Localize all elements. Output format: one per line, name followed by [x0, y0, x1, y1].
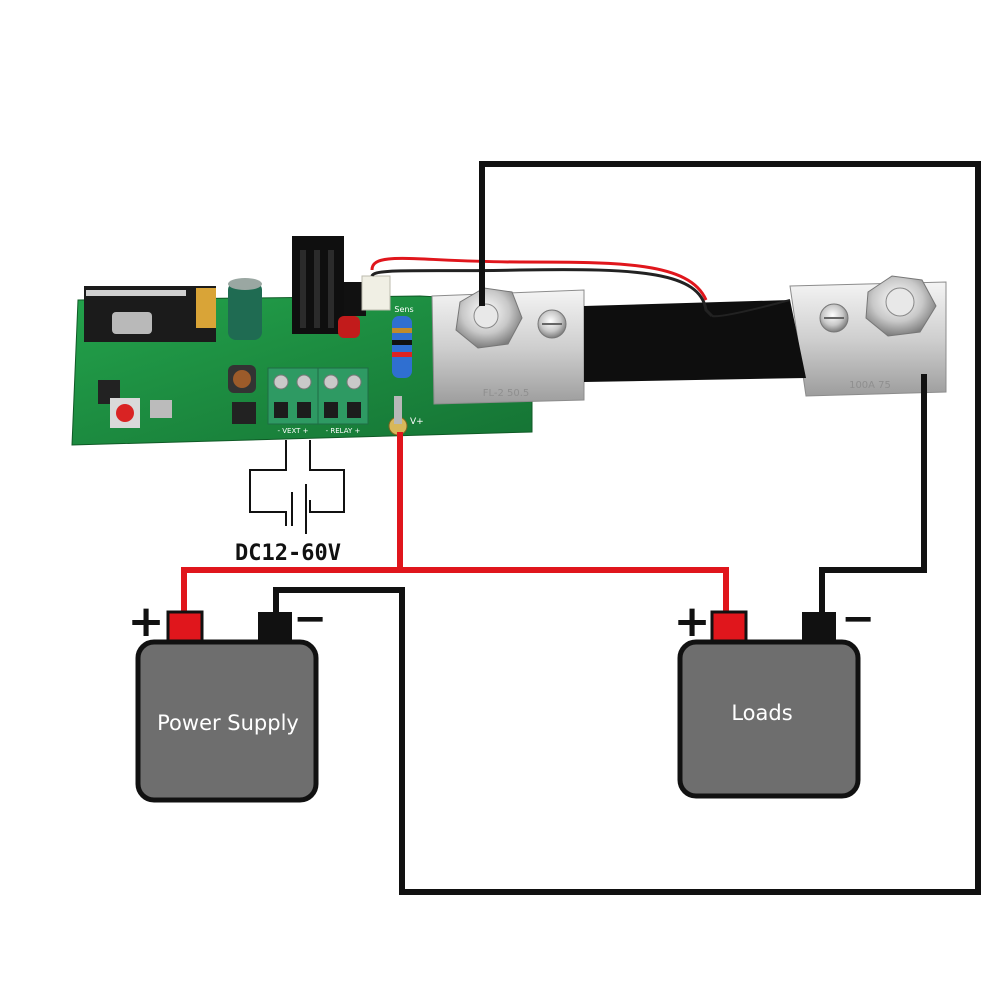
shunt-left-mark: FL-2 50.5: [483, 388, 530, 399]
capacitor: [228, 282, 262, 340]
power-supply-label: Power Supply: [157, 711, 299, 735]
sens-label: Sens: [394, 305, 413, 314]
chip: [150, 400, 172, 418]
supply-voltage-label: DC12-60V: [235, 541, 341, 566]
vplus-label: V+: [410, 417, 424, 427]
antenna-trace: [196, 288, 216, 328]
power-supply-negative-terminal: [258, 612, 292, 642]
power-supply-plus-sign: +: [128, 596, 165, 647]
power-supply-minus-sign: −: [293, 596, 327, 642]
relay-terminal-label: - RELAY +: [326, 427, 361, 435]
red-wires: [181, 432, 729, 612]
mosfet: [344, 282, 366, 316]
red-capacitor: [338, 316, 360, 338]
loads-body: [677, 639, 861, 799]
wire-shunt-to-negative-loop: [273, 161, 981, 895]
sense-wire-right: [711, 299, 791, 318]
sense-wire-black: [370, 268, 714, 318]
chip: [232, 402, 256, 424]
power-supply-positive-terminal: [166, 610, 204, 644]
shunt-right-mark: 100A 75: [849, 380, 891, 391]
loads-negative-terminal: [802, 612, 836, 642]
shunt-center: [584, 300, 806, 382]
loads-plus-sign: +: [674, 596, 711, 647]
crystal: [112, 312, 152, 334]
wire-positive-bus: [181, 567, 729, 612]
vext-terminal-label: - VEXT +: [277, 427, 308, 435]
power-supply: Power Supply + −: [128, 596, 327, 803]
sens-connector: [361, 275, 391, 311]
loads: Loads + −: [674, 596, 875, 799]
dc-supply-symbol: [249, 440, 345, 534]
monitor-module: - VEXT + - RELAY + Sens V+ FL-2 50.5 100…: [71, 236, 947, 446]
current-shunt: FL-2 50.5 100A 75: [431, 275, 947, 405]
wire-shunt-to-load-negative: [819, 374, 927, 612]
loads-label: Loads: [731, 701, 792, 725]
sense-wire-red: [370, 256, 708, 301]
pin-header: [86, 290, 186, 296]
loads-positive-terminal: [710, 610, 748, 644]
loads-minus-sign: −: [841, 596, 875, 642]
power-supply-body: [135, 639, 319, 803]
black-wires: [273, 161, 981, 895]
resistor: [392, 316, 412, 378]
